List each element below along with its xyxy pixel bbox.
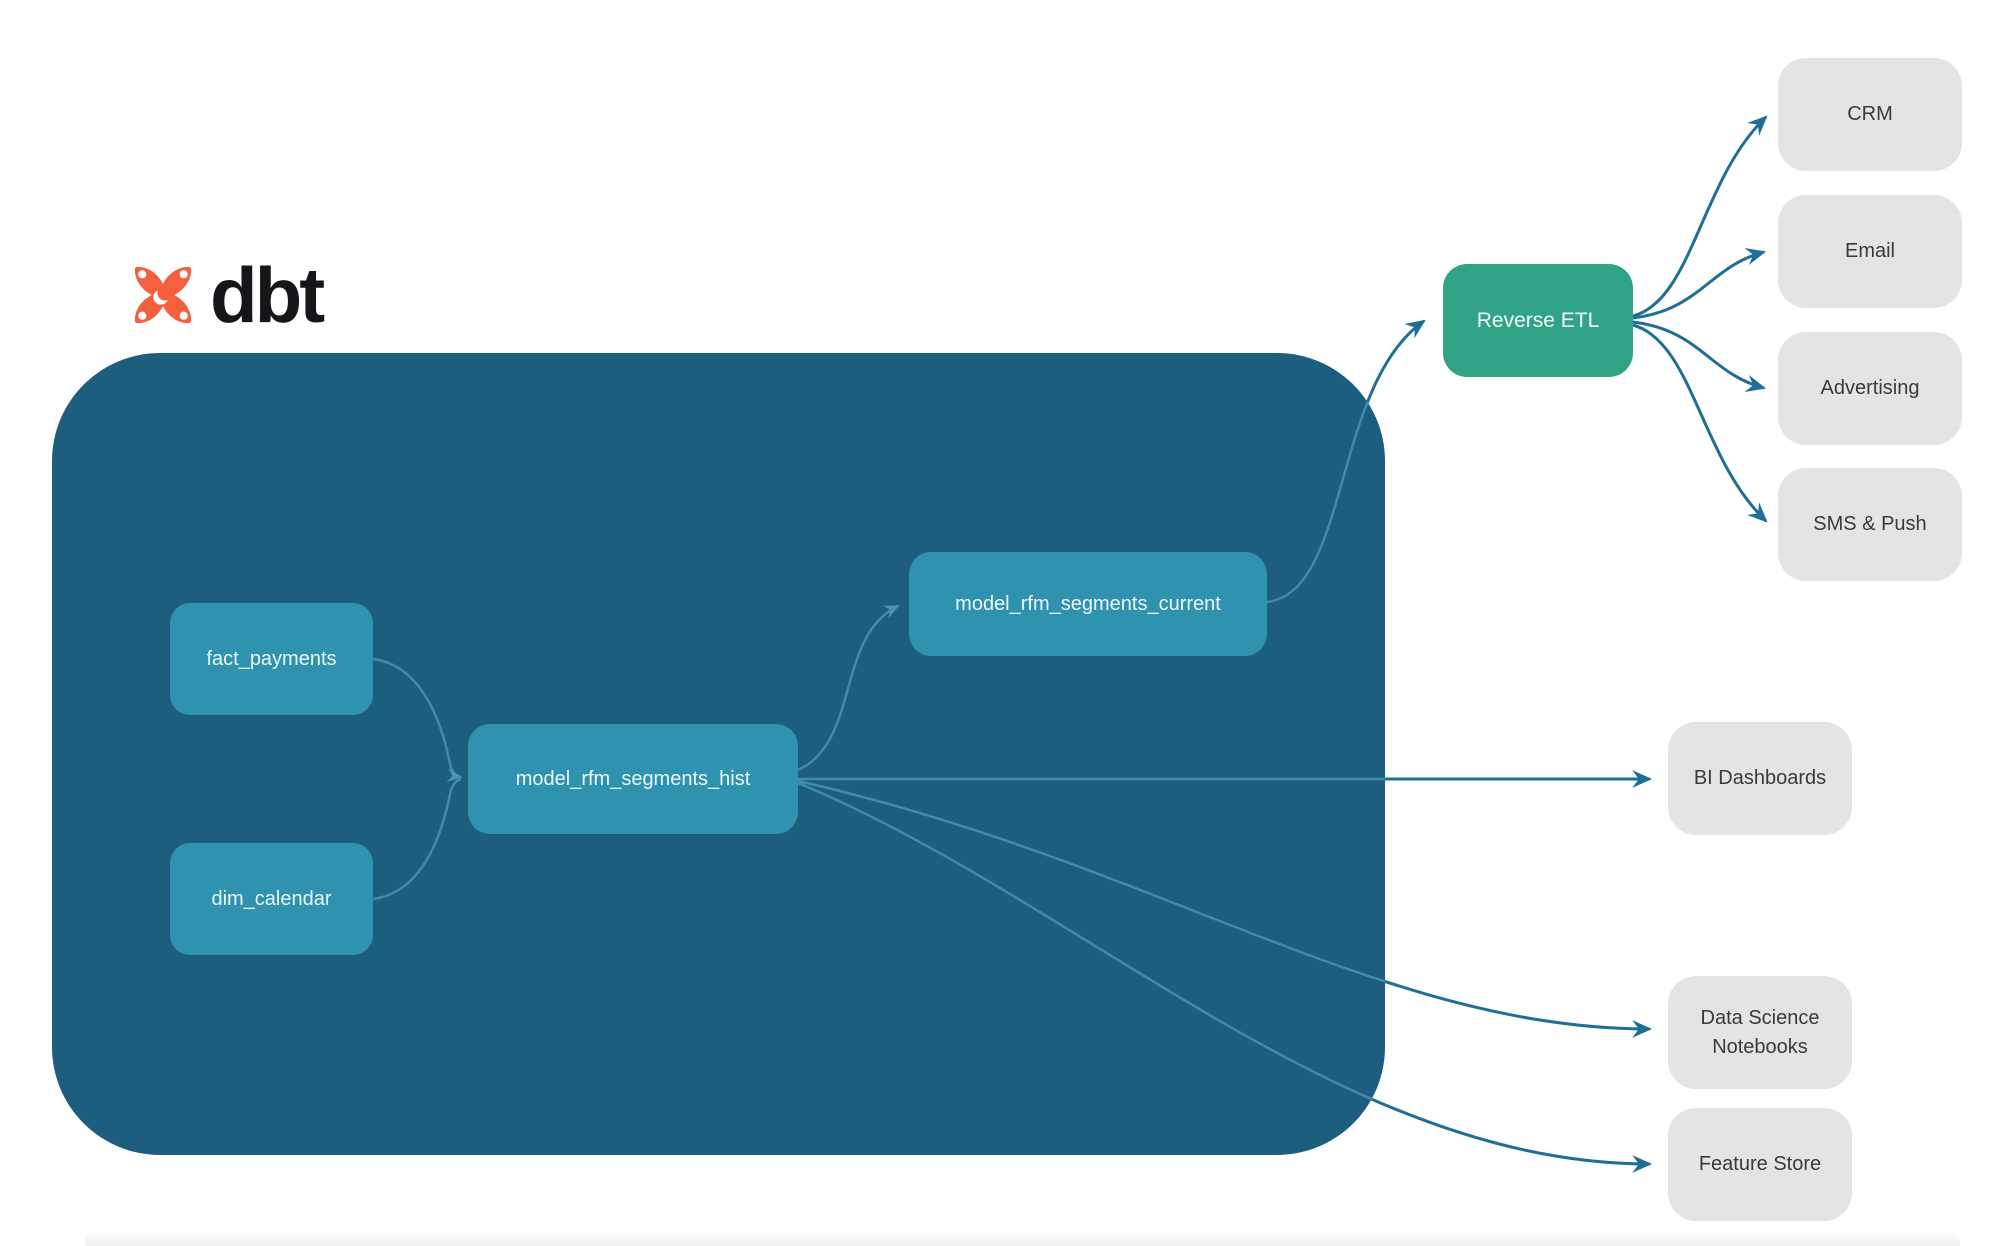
edge-fact-payments-to-hist <box>372 657 463 783</box>
edge-hist-to-current <box>797 604 900 772</box>
dbt-logo-icon <box>134 266 192 324</box>
destination-email: Email <box>1778 195 1962 308</box>
edge-hist-to-data-science <box>797 779 1653 1038</box>
node-label: model_rfm_segments_current <box>955 592 1221 615</box>
destination-label: Advertising <box>1820 377 1920 399</box>
node-label: model_rfm_segments_hist <box>515 767 751 790</box>
destination-label: Data Science Notebooks <box>1700 1006 1820 1058</box>
destination-label: Email <box>1844 240 1895 262</box>
bottom-edge-strip <box>85 1232 1960 1246</box>
edge-reverse-etl-to-crm <box>1632 115 1768 318</box>
node-label: fact_payments <box>206 647 337 670</box>
dbt-wordmark: dbt <box>210 251 325 339</box>
destination-label: BI Dashboards <box>1693 767 1827 789</box>
destination-label: Feature Store <box>1698 1153 1822 1175</box>
destination-label: SMS & Push <box>1813 513 1927 535</box>
node-model-rfm-segments-current: model_rfm_segments_current <box>909 552 1267 656</box>
edge-reverse-etl-to-email <box>1632 247 1767 320</box>
node-fact-payments: fact_payments <box>170 603 373 715</box>
edge-hist-to-feature-store <box>797 781 1653 1173</box>
edge-current-to-reverseetl-inner <box>1266 353 1385 604</box>
destination-advertising: Advertising <box>1778 332 1962 445</box>
edge-hist-to-featurestore-inner <box>797 781 1385 1155</box>
node-label: dim_calendar <box>211 887 332 910</box>
destination-sms-push: SMS & Push <box>1778 468 1962 581</box>
node-dim-calendar: dim_calendar <box>170 843 373 955</box>
node-model-rfm-segments-hist: model_rfm_segments_hist <box>468 724 798 834</box>
edge-current-to-reverse-etl <box>1266 319 1426 604</box>
edge-reverse-etl-to-advertising <box>1632 320 1767 393</box>
destination-crm: CRM <box>1778 58 1962 171</box>
destination-bi-dashboards: BI Dashboards <box>1668 722 1852 835</box>
edge-reverse-etl-to-sms-push <box>1632 323 1768 523</box>
destination-feature-store: Feature Store <box>1668 1108 1852 1221</box>
edge-hist-to-datascience-inner <box>797 779 1385 1031</box>
node-label: Reverse ETL <box>1476 308 1600 332</box>
dbt-logo: dbt <box>126 251 325 339</box>
node-reverse-etl: Reverse ETL <box>1443 264 1633 377</box>
edge-dim-calendar-to-hist <box>372 777 462 901</box>
destination-label: CRM <box>1847 103 1893 125</box>
destination-data-science-notebooks: Data Science Notebooks <box>1668 976 1852 1089</box>
